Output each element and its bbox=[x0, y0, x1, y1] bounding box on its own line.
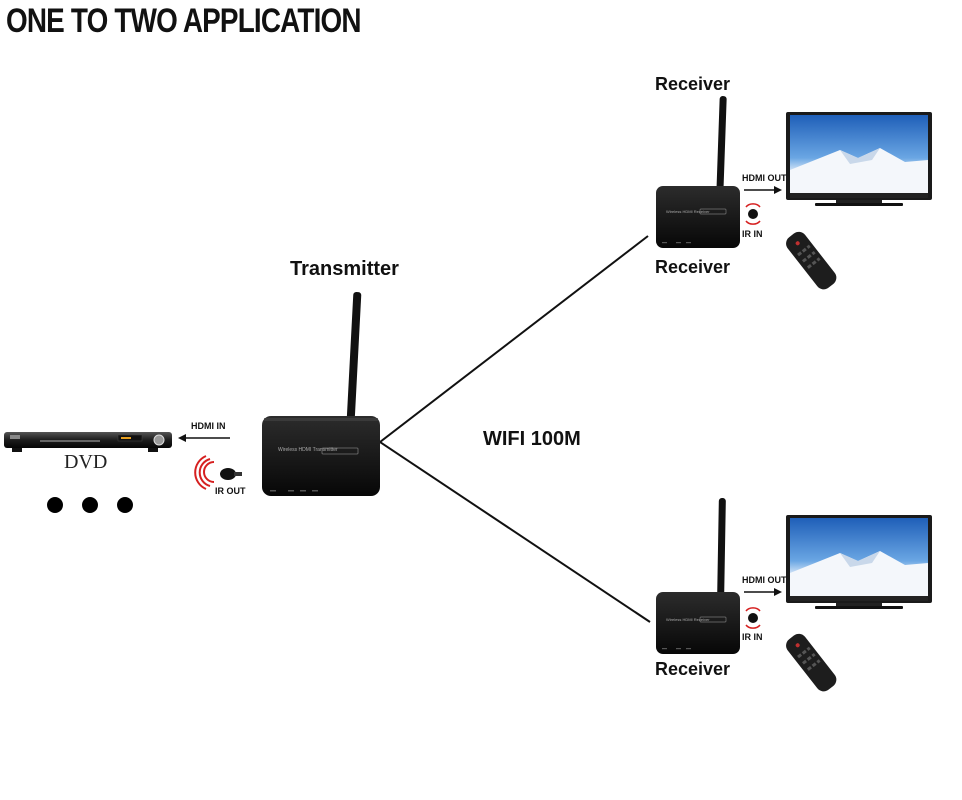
receiver-2-label: Receiver bbox=[655, 659, 731, 679]
wifi-link-label: WIFI 100M bbox=[483, 428, 581, 450]
wifi-link-line-top bbox=[379, 235, 649, 443]
transmitter-label: Transmitter bbox=[290, 258, 399, 280]
receiver-1-top-label: Receiver bbox=[655, 74, 731, 94]
hdmi-in-label: HDMI IN bbox=[191, 421, 226, 431]
transmitter-device bbox=[262, 292, 380, 496]
hdmi-in-arrow bbox=[178, 434, 230, 442]
receiver-badge-1: Wireless HDMI Receiver bbox=[666, 209, 710, 214]
receiver-badge-2: Wireless HDMI Receiver bbox=[666, 617, 710, 622]
tv-2 bbox=[786, 515, 932, 609]
hdmi-out-label-2: HDMI OUT bbox=[742, 575, 787, 585]
tv-1 bbox=[786, 112, 932, 206]
ir-out-label: IR OUT bbox=[215, 486, 246, 496]
ir-in-sensor-icon-1 bbox=[745, 203, 761, 225]
antenna-icon bbox=[716, 96, 727, 197]
hdmi-out-label-1: HDMI OUT bbox=[742, 173, 787, 183]
ir-in-label-1: IR IN bbox=[742, 229, 763, 239]
ir-out-emitter-icon bbox=[194, 455, 242, 490]
ir-in-sensor-icon-2 bbox=[745, 607, 761, 629]
transmitter-badge: Wireless HDMI Transmitter bbox=[278, 447, 338, 453]
antenna-icon bbox=[717, 498, 726, 599]
ir-in-label-2: IR IN bbox=[742, 632, 763, 642]
dvd-player bbox=[4, 432, 172, 452]
more-dot bbox=[82, 497, 98, 513]
wifi-link-line-bottom bbox=[379, 441, 651, 623]
receiver-1-label: Receiver bbox=[655, 257, 731, 277]
remote-control-icon-1 bbox=[786, 231, 837, 290]
remote-control-icon-2 bbox=[786, 633, 837, 692]
more-dot bbox=[47, 497, 63, 513]
page-title: ONE TO TWO APPLICATION bbox=[6, 2, 362, 40]
antenna-icon bbox=[346, 292, 362, 422]
more-dot bbox=[117, 497, 133, 513]
dvd-label: DVD bbox=[64, 451, 108, 473]
receiver-device-2 bbox=[656, 498, 740, 654]
hdmi-out-arrow-1 bbox=[744, 186, 782, 194]
receiver-device-1 bbox=[656, 96, 740, 248]
hdmi-out-arrow-2 bbox=[744, 588, 782, 596]
